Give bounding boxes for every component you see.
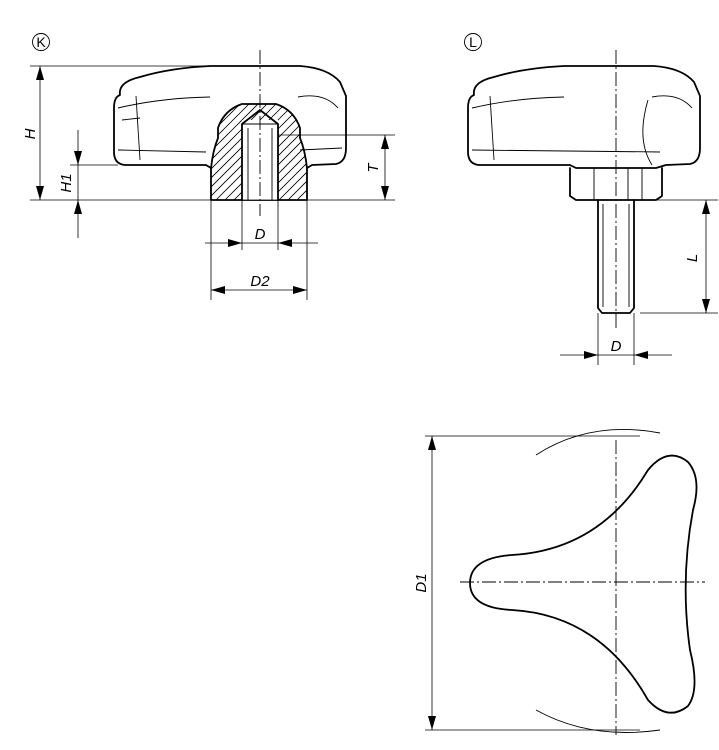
view-l: L L <box>464 33 718 365</box>
hatch-line <box>211 104 263 200</box>
dim-d1-label: D1 <box>413 573 430 592</box>
hatch-line <box>277 104 307 200</box>
dim-d-l-label: D <box>611 338 622 355</box>
dim-l: L <box>684 200 710 313</box>
hatch-line <box>211 104 254 200</box>
dim-d-k-label: D <box>255 226 266 243</box>
dim-d2-label: D2 <box>250 273 270 290</box>
view-k-marker: K <box>32 33 50 51</box>
view-top: D1 <box>413 429 705 735</box>
hatch-line <box>323 100 433 210</box>
dim-h: H <box>22 66 44 200</box>
top-envelope-arc-upper <box>535 429 661 456</box>
hatch-line <box>359 100 469 210</box>
knob-k-body <box>113 65 347 201</box>
dim-d2: D2 <box>210 200 308 300</box>
view-l-marker: L <box>464 33 482 51</box>
hatch-line <box>211 104 236 200</box>
hatch-line <box>211 104 218 200</box>
dim-h1-label: H1 <box>58 173 75 192</box>
hatch-line <box>211 104 272 200</box>
dim-d-k: D <box>205 200 318 250</box>
view-k-label: K <box>36 34 46 50</box>
dim-l-label: L <box>684 254 701 262</box>
dim-d1: D1 <box>413 436 436 730</box>
hatch-line <box>304 104 307 200</box>
dim-d-l: D <box>560 313 672 365</box>
top-envelope-arc-lower <box>535 709 661 733</box>
dim-t-label: T <box>365 162 382 173</box>
hatch-line <box>211 104 227 200</box>
hatch-line <box>211 104 281 200</box>
hatch-line <box>80 100 190 210</box>
knob-k-bore <box>241 109 279 201</box>
knob-k-insert <box>210 103 308 169</box>
dim-h-label: H <box>22 128 39 139</box>
hatch-line <box>332 100 442 210</box>
knob-l-stud <box>597 199 635 314</box>
view-l-label: L <box>469 34 477 50</box>
hatch-line <box>223 104 307 200</box>
knob-top-outline <box>469 454 698 714</box>
dim-t: T <box>365 135 389 200</box>
hatch-line <box>286 104 307 200</box>
hatch-line <box>350 100 460 210</box>
hatch-line <box>211 104 245 200</box>
knob-l-body <box>467 65 701 169</box>
dim-h1: H1 <box>58 130 82 238</box>
hatch-line <box>268 104 307 200</box>
hatch-line <box>295 104 307 200</box>
view-k: K <box>22 33 469 300</box>
hatch-line <box>314 100 424 210</box>
hatch-line <box>341 100 451 210</box>
hatch-line <box>89 100 199 210</box>
